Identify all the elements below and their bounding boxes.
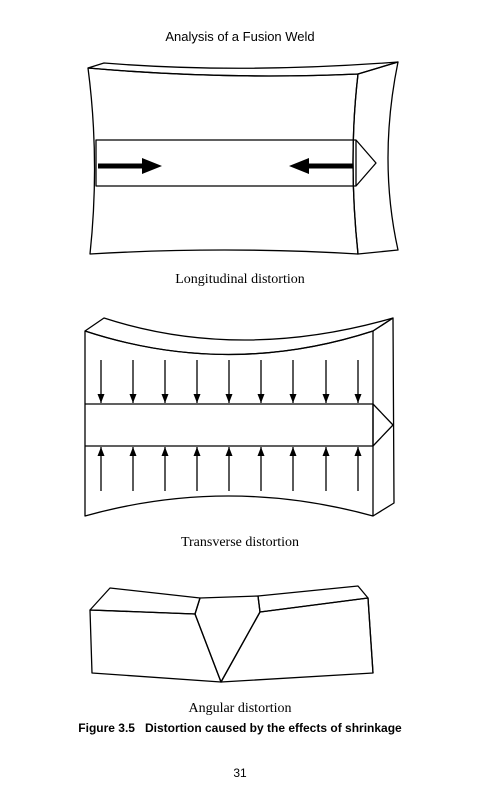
weld-bead [85, 403, 394, 447]
down-arrow-8-head [322, 394, 330, 403]
down-arrow-2-head [129, 394, 137, 403]
up-arrow-5-head [225, 447, 233, 456]
transverse-shrinkage-arrows [97, 360, 362, 491]
down-arrow-1-head [97, 394, 105, 403]
down-arrow-6-head [257, 394, 265, 403]
transverse-distortion-diagram [0, 310, 480, 525]
left-plate-front [89, 609, 222, 683]
running-header: Analysis of a Fusion Weld [165, 29, 315, 44]
longitudinal-distortion-label: Longitudinal distortion [175, 272, 305, 287]
weld-bead [95, 139, 377, 187]
down-arrow-9-head [354, 394, 362, 403]
page-number: 31 [233, 766, 247, 780]
angular-distortion-label: Angular distortion [188, 701, 292, 716]
longitudinal-distortion-diagram [0, 55, 480, 270]
plate-top-face [84, 317, 394, 356]
plate-side-face [352, 61, 399, 255]
up-arrow-4-head [193, 447, 201, 456]
down-arrow-3-head [161, 394, 169, 403]
up-arrow-6-head [257, 447, 265, 456]
up-arrow-2-head [129, 447, 137, 456]
up-arrow-7-head [289, 447, 297, 456]
angular-distortion-diagram [0, 575, 480, 700]
plate-side-face [372, 317, 395, 517]
figure-caption: Figure 3.5 Distortion caused by the effe… [0, 721, 480, 735]
up-arrow-1-head [97, 447, 105, 456]
plate-top-face [87, 61, 399, 77]
caption-text: Distortion caused by the effects of shri… [144, 721, 402, 735]
plate-front-face [87, 67, 359, 255]
transverse-distortion-label: Transverse distortion [180, 535, 300, 550]
up-arrow-9-head [354, 447, 362, 456]
down-arrow-5-head [225, 394, 233, 403]
right-plate-top [257, 585, 369, 613]
up-arrow-8-head [322, 447, 330, 456]
shrinkage-arrows [98, 158, 353, 174]
down-arrow-7-head [289, 394, 297, 403]
up-arrow-3-head [161, 447, 169, 456]
right-plate-front [220, 597, 374, 683]
caption-number: Figure 3.5 [78, 721, 135, 735]
down-arrow-4-head [193, 394, 201, 403]
